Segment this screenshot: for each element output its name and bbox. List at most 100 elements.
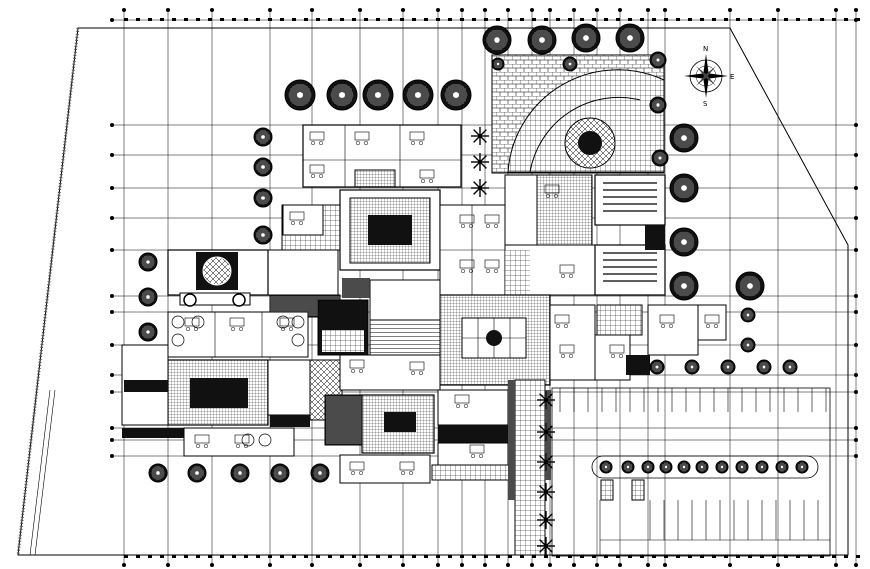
chair-symbol (238, 326, 244, 332)
dimension-tick (148, 18, 152, 21)
desk-symbol (419, 169, 435, 179)
dimension-tick (844, 555, 848, 558)
dimension-tick (268, 555, 272, 558)
left-road-lines (29, 389, 56, 556)
desk-symbol (349, 359, 365, 369)
chair-symbol (408, 470, 414, 476)
chair-symbol (280, 326, 286, 332)
dimension-tick (628, 18, 632, 21)
dimension-tick (388, 555, 392, 558)
tree-trunk (656, 58, 660, 62)
tree-trunk (690, 365, 694, 369)
compass-north-label: N (703, 45, 708, 53)
chair-symbol (468, 268, 474, 274)
dimension-tick (820, 18, 824, 21)
grid-marker (854, 438, 858, 442)
grid-marker (646, 8, 650, 12)
tree-trunk (646, 465, 650, 469)
palm-tree-icon (537, 423, 555, 441)
dimension-tick (184, 18, 188, 21)
tree-icon (599, 460, 613, 474)
tree-icon (482, 25, 512, 55)
dimension-tick (616, 555, 620, 558)
tree-trunk (375, 92, 381, 98)
grid-marker (110, 343, 114, 347)
round-table-symbol (291, 333, 305, 347)
dimension-tick (328, 18, 332, 21)
chair-symbol (185, 326, 191, 332)
grid-marker (166, 8, 170, 12)
dimension-tick (772, 18, 776, 21)
tree-trunk (339, 92, 345, 98)
dimension-tick (676, 18, 680, 21)
desk-symbol (309, 131, 325, 141)
round-table-symbol (258, 433, 272, 447)
tree-icon (138, 252, 158, 272)
chair-symbol (568, 273, 574, 279)
dimension-tick (304, 555, 308, 558)
grid-marker (854, 153, 858, 157)
dimension-tick (292, 18, 296, 21)
dimension-tick (304, 18, 308, 21)
palm-tree-icon (537, 537, 555, 555)
palm-trunk (544, 460, 548, 464)
grid-marker (110, 310, 114, 314)
desk-symbol (229, 317, 245, 327)
dimension-tick (760, 18, 764, 21)
tree-trunk (746, 313, 750, 317)
grid-marker (854, 390, 858, 394)
palm-trunk (478, 160, 482, 164)
chair-symbol (310, 140, 316, 146)
tree-trunk (681, 185, 687, 191)
palm-group (471, 127, 555, 555)
tree-icon (740, 307, 756, 323)
tree-icon (562, 56, 578, 72)
dimension-tick (796, 555, 800, 558)
palm-trunk (544, 490, 548, 494)
dimension-tick (340, 18, 344, 21)
grid-marker (436, 563, 440, 567)
dimension-tick (124, 18, 128, 21)
chair-symbol (618, 353, 624, 359)
desk-symbol (459, 214, 475, 224)
dimension-tick (136, 18, 140, 21)
chair-symbol (230, 326, 236, 332)
dimension-tick (352, 555, 356, 558)
grid-marker (310, 563, 314, 567)
tree-icon (695, 460, 709, 474)
tree-icon (253, 188, 273, 208)
chair-symbol (203, 443, 209, 449)
desk-symbol (484, 214, 500, 224)
grid-marker (483, 563, 487, 567)
tree-trunk (726, 365, 730, 369)
dimension-tick (316, 555, 320, 558)
desk-symbol (289, 211, 305, 221)
dimension-tick (412, 555, 416, 558)
chair-symbol (193, 326, 199, 332)
dimension-tick (700, 555, 704, 558)
dimension-tick (376, 18, 380, 21)
chair-symbol (713, 323, 719, 329)
tree-icon (362, 79, 394, 111)
grid-marker (776, 8, 780, 12)
tree-icon (684, 359, 700, 375)
tree-trunk (656, 103, 660, 107)
desk-symbol (184, 317, 200, 327)
tree-icon (669, 173, 699, 203)
chair-symbol (470, 453, 476, 459)
grid-marker (483, 8, 487, 12)
tree-trunk (583, 35, 589, 41)
tree-trunk (681, 239, 687, 245)
tree-trunk (539, 37, 545, 43)
chair-symbol (350, 368, 356, 374)
dimension-tick (820, 555, 824, 558)
chair-symbol (460, 223, 466, 229)
tree-trunk (318, 471, 322, 475)
tree-icon (775, 460, 789, 474)
tree-icon (621, 460, 635, 474)
chair-symbol (358, 368, 364, 374)
grid-marker (110, 186, 114, 190)
dimension-tick (832, 555, 836, 558)
desk-symbol (554, 314, 570, 324)
